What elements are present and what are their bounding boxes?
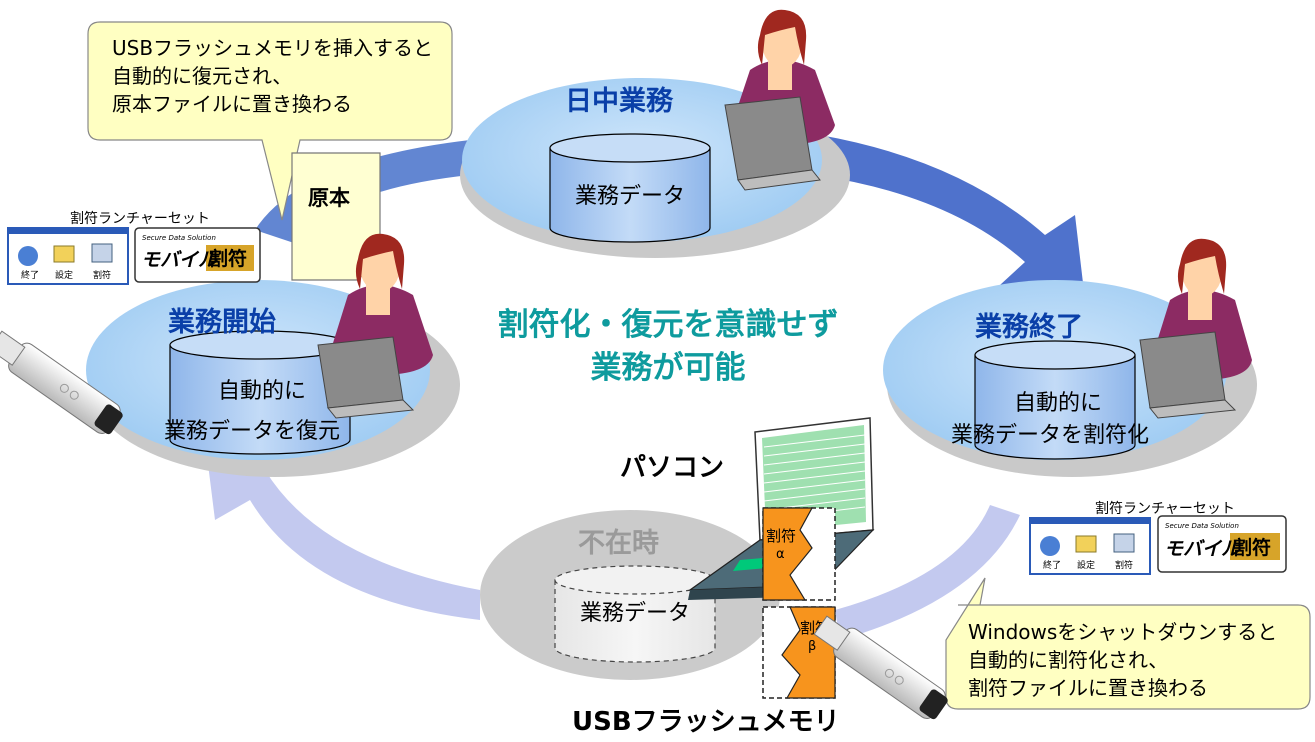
database-start-line1: 自動的に xyxy=(218,379,306,404)
stage-daytime-title: 日中業務 xyxy=(565,86,674,117)
person-start-icon xyxy=(317,233,433,419)
launcher-left-settings-label: 設定 xyxy=(55,269,73,281)
tally-icon xyxy=(91,243,113,263)
usb-label: USBフラッシュメモリ xyxy=(572,707,840,737)
launcher-right-tally-label: 割符 xyxy=(1115,559,1133,571)
launcher-toolbar-left xyxy=(7,227,129,285)
settings-icon xyxy=(53,245,75,263)
callout-top-left-line3: 原本ファイルに置き換わる xyxy=(112,92,352,116)
exit-icon xyxy=(1040,536,1060,556)
stage-start-title: 業務開始 xyxy=(168,306,276,338)
person-end-icon xyxy=(1139,238,1252,419)
center-message-line1: 割符化・復元を意識せず xyxy=(498,307,839,343)
stage-end-title: 業務終了 xyxy=(975,311,1083,343)
usb-stick-left-icon xyxy=(0,330,123,435)
mobile-tally-logo-right xyxy=(1157,515,1287,573)
person-daytime-icon xyxy=(724,9,835,191)
stage-absent-title: 不在時 xyxy=(578,528,659,559)
tally-icon xyxy=(1113,533,1135,553)
brand-left-main: モバイル xyxy=(141,249,218,271)
database-daytime xyxy=(549,133,711,243)
callout-bottom-right-line2: 自動的に割符化され、 xyxy=(968,648,1168,672)
database-start-line2: 業務データを復元 xyxy=(164,419,340,444)
database-absent-label: 業務データ xyxy=(580,601,690,626)
share-alpha xyxy=(762,507,836,601)
database-daytime-label: 業務データ xyxy=(575,184,685,209)
brand-left-small: Secure Data Solution xyxy=(142,234,216,242)
exit-icon xyxy=(18,246,38,266)
launcher-toolbar-right xyxy=(1029,517,1151,575)
callout-bottom-right-line3: 割符ファイルに置き換わる xyxy=(968,676,1208,700)
database-absent xyxy=(554,565,716,663)
launcher-left-tally-label: 割符 xyxy=(93,269,111,281)
brand-left-accent: 割符 xyxy=(209,247,247,270)
settings-icon xyxy=(1075,535,1097,553)
original-document-label: 原本 xyxy=(308,186,350,210)
database-end-line2: 業務データを割符化 xyxy=(951,423,1149,448)
database-end xyxy=(974,340,1136,460)
usb-stick-right-icon xyxy=(813,615,948,720)
brand-right-small: Secure Data Solution xyxy=(1165,522,1239,530)
brand-right-accent: 割符 xyxy=(1233,536,1271,559)
launcher-left-exit-label: 終了 xyxy=(21,269,39,281)
launcher-right-exit-label: 終了 xyxy=(1043,559,1061,571)
database-start xyxy=(169,330,351,455)
launcher-set-right-label: 割符ランチャーセット xyxy=(1095,500,1235,517)
center-message-line2: 業務が可能 xyxy=(591,350,746,386)
launcher-set-left-label: 割符ランチャーセット xyxy=(70,210,210,227)
database-end-line1: 自動的に xyxy=(1014,391,1102,416)
callout-bottom-right-line1: Windowsをシャットダウンすると xyxy=(968,620,1277,644)
launcher-right-settings-label: 設定 xyxy=(1077,559,1095,571)
share-alpha-label: 割符 xyxy=(766,527,796,545)
share-beta-symbol: β xyxy=(808,639,816,654)
share-alpha-symbol: α xyxy=(776,547,785,562)
mobile-tally-logo-left xyxy=(134,227,261,283)
pc-label: パソコン xyxy=(620,453,724,483)
callout-top-left-line2: 自動的に復元され、 xyxy=(112,64,292,88)
callout-top-left xyxy=(87,21,453,221)
brand-right-main: モバイル xyxy=(1164,538,1241,560)
callout-top-left-line1: USBフラッシュメモリを挿入すると xyxy=(112,36,433,60)
